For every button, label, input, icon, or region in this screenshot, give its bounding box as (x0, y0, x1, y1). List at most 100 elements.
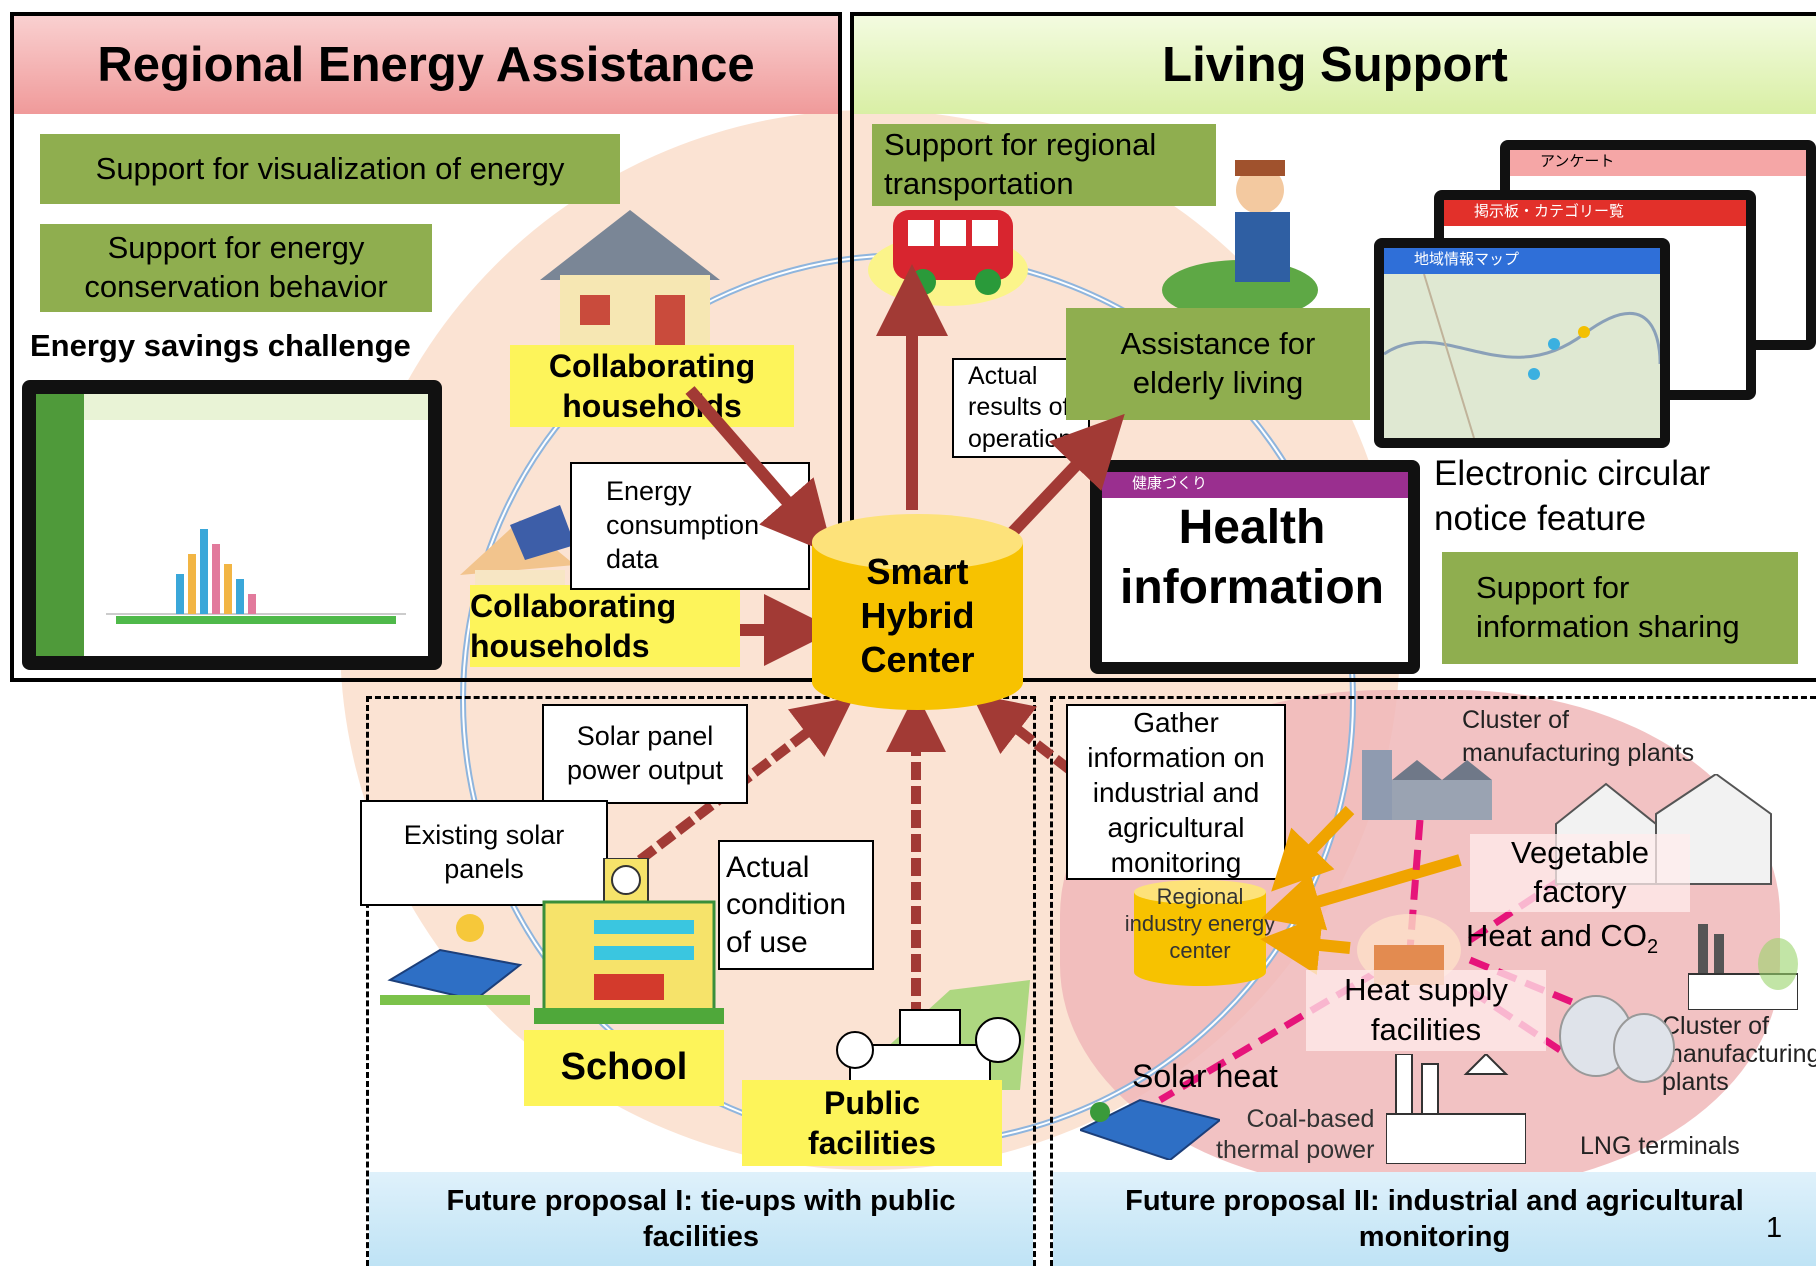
proposal1-footer-line1: Future proposal I: tie-ups with public (446, 1184, 956, 1217)
orange-arrow-middle (1261, 854, 1462, 931)
energy-bar-chart (106, 529, 406, 624)
coal-power-icon (1386, 1054, 1526, 1164)
factory-cluster-right-icon (1688, 924, 1798, 1010)
existing-solar-callout: Existing solar panels (360, 800, 608, 906)
transport-line2: transportation (884, 166, 1074, 201)
conservation-box: Support for energy conservation behavior (40, 224, 432, 312)
cluster-right-line1: Cluster of (1662, 1012, 1769, 1040)
industry-center-label: Regional industry energy center (1100, 884, 1300, 964)
public-line1: Public (823, 1085, 920, 1121)
gather-info-callout: Gather information on industrial and agr… (1066, 704, 1286, 880)
health-info-label: Health information (1120, 498, 1384, 618)
map-tablet: 地域情報マップ (1374, 238, 1670, 448)
gather-line5: monitoring (1110, 846, 1242, 878)
transport-line1: Support for regional (884, 127, 1157, 163)
public-facility-icon (836, 980, 1030, 1091)
circular-line1: Electronic circular (1434, 454, 1711, 493)
visualization-box: Support for visualization of energy (40, 134, 620, 204)
heat-supply-line2: facilities (1370, 1012, 1482, 1048)
vegetable-line2: factory (1533, 873, 1627, 909)
energy-tablet-screen (36, 394, 428, 656)
proposal1-footer-line2: facilities (642, 1221, 760, 1253)
conservation-line1: Support for energy (107, 230, 365, 266)
heat-co2-subscript: 2 (1646, 936, 1659, 959)
cluster-top-line2: manufacturing plants (1462, 738, 1695, 767)
cluster-right-line2: manufacturing (1662, 1040, 1816, 1068)
arrow-school (636, 696, 854, 864)
heat-co2-text: Heat and CO (1466, 918, 1647, 953)
proposal2-footer-line1: Future proposal II: industrial and agric… (1125, 1184, 1744, 1217)
solar-output-callout: Solar panel power output (542, 704, 748, 804)
hybrid-center-label: Smart Hybrid Center (810, 550, 1025, 682)
health-tab: 健康づくり (1102, 472, 1408, 498)
actual-condition-line1: Actual (726, 850, 810, 884)
circular-line2: notice feature (1434, 498, 1647, 538)
living-panel (850, 12, 1816, 682)
elderly-person-icon (1162, 160, 1318, 320)
center-line2: Hybrid (860, 594, 975, 636)
challenge-label: Energy savings challenge (30, 328, 411, 363)
map-screen: 地域情報マップ (1384, 248, 1660, 438)
tablet-sidebar (36, 394, 84, 656)
households-top-label: Collaborating households (510, 345, 794, 427)
gather-line3: industrial and (1092, 776, 1260, 808)
coal-line1: Coal-based (1246, 1105, 1375, 1133)
factory-cluster-top-icon (1362, 750, 1492, 820)
actual-condition-line3: of use (726, 925, 808, 959)
map-tab: 地域情報マップ (1384, 248, 1660, 274)
circular-notice-label: Electronic circular notice feature (1434, 452, 1710, 542)
cluster-top-label: Cluster of manufacturing plants (1462, 704, 1694, 769)
heat-supply-label: Heat supply facilities (1306, 970, 1546, 1051)
energy-data-line3: data (606, 543, 659, 574)
orange-arrow-bottom (1260, 915, 1351, 975)
conservation-line2: conservation behavior (84, 269, 388, 304)
health-tablet: 健康づくり (1090, 460, 1420, 674)
proposal1-footer: Future proposal I: tie-ups with public f… (369, 1172, 1033, 1266)
sharing-line1: Support for (1476, 570, 1630, 606)
solar-heat-icon (1080, 1098, 1220, 1160)
school-label: School (524, 1030, 724, 1106)
school-icon (534, 858, 724, 1024)
cluster-right-line3: plants (1662, 1068, 1729, 1096)
proposal2-footer: Future proposal II: industrial and agric… (1053, 1172, 1816, 1266)
energy-data-line2: consumption (606, 510, 760, 541)
living-header: Living Support (854, 16, 1816, 114)
industry-center-cylinder (1134, 880, 1266, 986)
elderly-line2: elderly living (1132, 365, 1304, 400)
page-number: 1 (1766, 1212, 1783, 1244)
existing-solar-line1: Existing solar (403, 820, 565, 851)
industry-center-line3: center (1169, 937, 1231, 963)
lng-tanks-icon (1559, 995, 1675, 1083)
arrow-households-top (685, 386, 834, 556)
transport-box: Support for regional transportation (872, 124, 1216, 206)
hybrid-center-cylinder (812, 514, 1023, 710)
health-screen: 健康づくり (1102, 472, 1408, 662)
households-bottom-label: Collaborating households (470, 585, 740, 667)
gather-line4: agricultural (1107, 811, 1245, 843)
coal-power-label: Coal-based thermal power (1216, 1104, 1374, 1167)
proposal2-footer-line2: monitoring (1358, 1221, 1511, 1253)
center-line3: Center (860, 638, 975, 680)
vegetable-line1: Vegetable (1511, 835, 1649, 870)
sharing-box: Support for information sharing (1442, 552, 1798, 664)
elderly-box: Assistance for elderly living (1066, 308, 1370, 420)
house-icon (540, 210, 720, 355)
cluster-top-line1: Cluster of (1462, 706, 1569, 734)
solar-heat-label: Solar heat (1132, 1058, 1278, 1094)
actual-results-line1: Actual (968, 362, 1038, 391)
industry-center-line2: industry energy (1124, 910, 1276, 936)
regional-header: Regional Energy Assistance (14, 16, 838, 114)
vegetable-factory-label: Vegetable factory (1470, 834, 1690, 912)
households-bottom-line2: households (470, 628, 650, 664)
solar-output-line1: Solar panel (576, 721, 714, 752)
heat-supply-line1: Heat supply (1344, 972, 1508, 1007)
elderly-line1: Assistance for (1120, 326, 1316, 362)
existing-solar-line2: panels (444, 854, 524, 884)
regional-panel (10, 12, 842, 682)
cluster-right-label: Cluster of manufacturing plants (1662, 1012, 1816, 1096)
actual-condition-line2: condition (726, 888, 847, 922)
map-graphic (1384, 274, 1660, 438)
solar-output-line2: power output (566, 755, 724, 785)
energy-data-line1: Energy (606, 476, 692, 507)
gather-line1: Gather (1133, 706, 1219, 738)
